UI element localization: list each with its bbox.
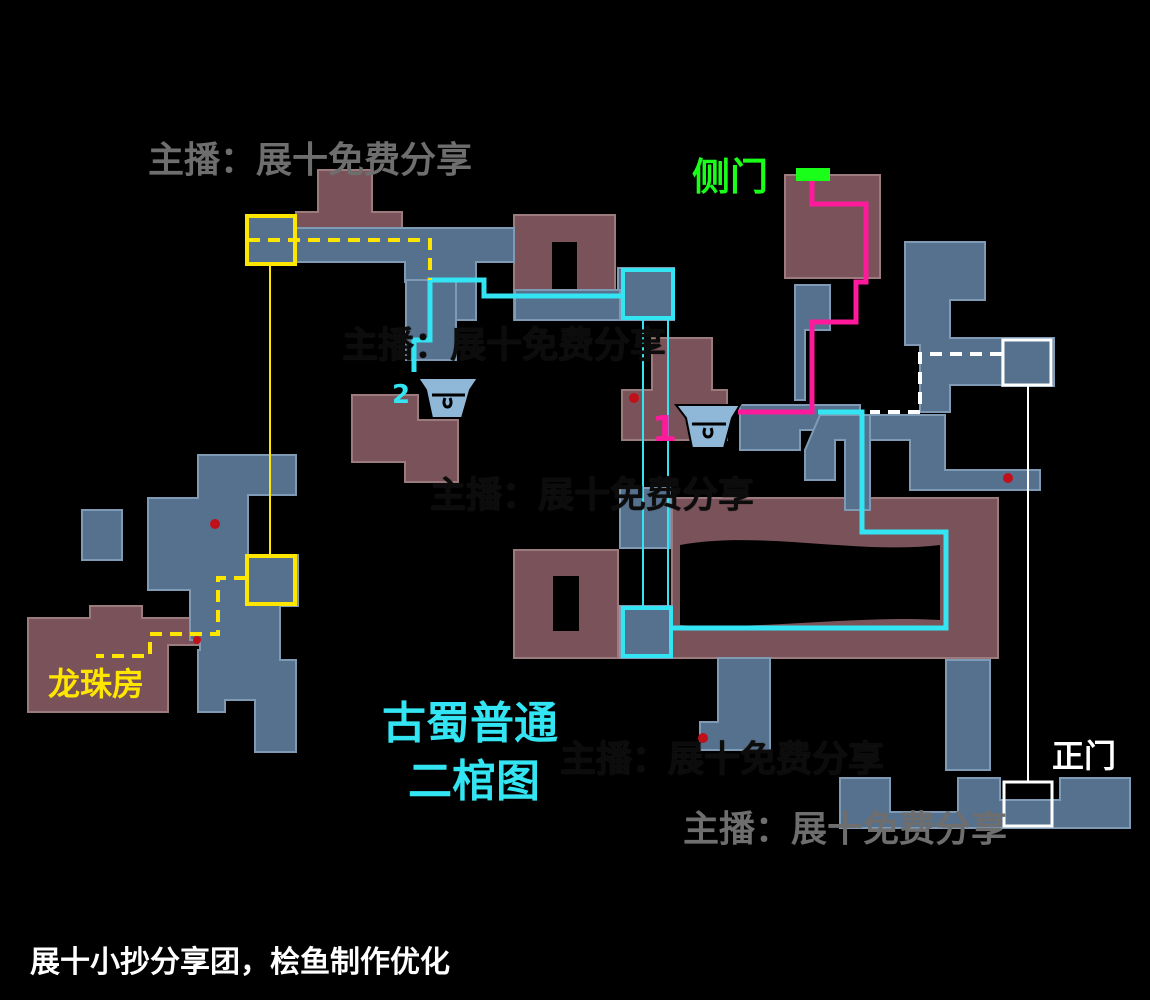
footer-credit: 展十小抄分享团，桧鱼制作优化 — [30, 945, 450, 980]
watermark: 主播：展十免费分享 — [683, 809, 1008, 850]
coffin-2-label: 2 — [392, 380, 411, 410]
coffin-icon — [673, 404, 742, 449]
side-gate-label: 侧门 — [692, 155, 769, 199]
coffin-icon — [416, 377, 480, 419]
side-gate-marker — [796, 168, 830, 181]
red-markers — [193, 393, 1013, 743]
watermark: 主播：展十免费分享 — [148, 140, 473, 181]
coffin-1-label: 1 — [652, 409, 678, 450]
magenta-route — [738, 176, 869, 415]
watermark: 主播：展十免费分享 — [342, 325, 667, 366]
watermark: 主播：展十免费分享 — [430, 475, 755, 516]
watermark: 主播：展十免费分享 — [560, 739, 885, 780]
map-title-line2: 二棺图 — [408, 756, 540, 807]
map-title-line1: 古蜀普通 — [382, 698, 558, 749]
main-gate-label: 正门 — [1052, 737, 1117, 775]
cyan-route — [672, 409, 949, 631]
dragon-pearl-room-label: 龙珠房 — [48, 665, 145, 703]
blue-rooms — [81, 215, 1131, 829]
